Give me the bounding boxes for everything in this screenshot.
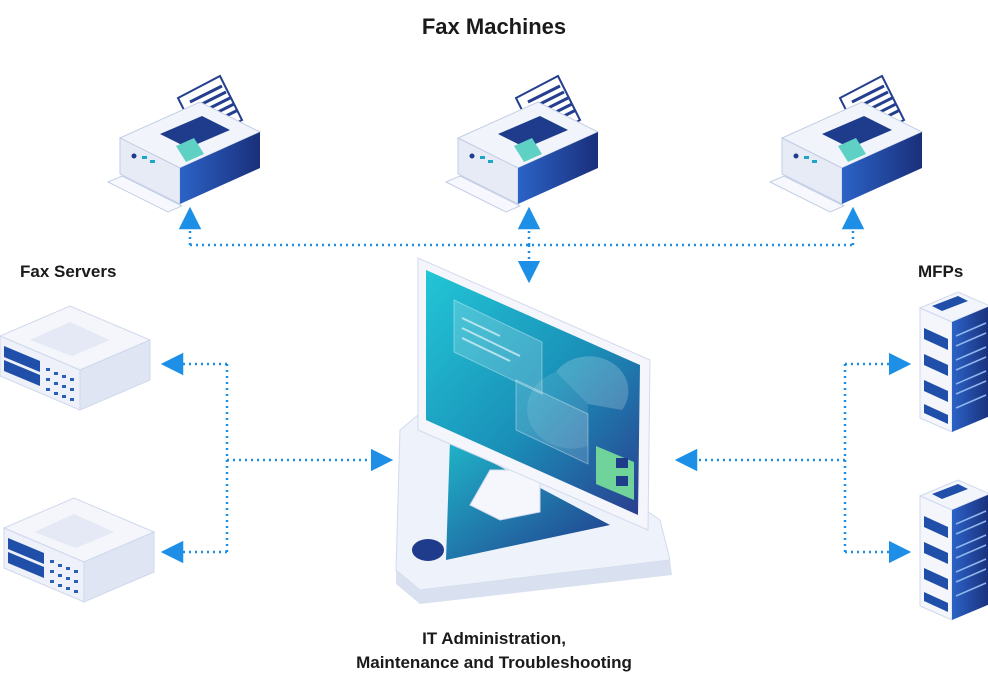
monitor-screen: [426, 270, 640, 515]
caption-line-1: IT Administration,: [422, 629, 566, 648]
mfp-bottom: [919, 479, 988, 621]
connector-lines: [160, 206, 912, 564]
fax-server-top: [0, 305, 151, 411]
caption-line-2: Maintenance and Troubleshooting: [356, 653, 632, 672]
fax-server-bottom: [3, 497, 155, 603]
mfps-label: MFPs: [918, 262, 964, 281]
mfp-top: [919, 291, 988, 433]
fax-machine-left: [106, 74, 262, 214]
it-administration-caption: IT Administration, Maintenance and Troub…: [300, 627, 688, 675]
fax-machine-center: [444, 74, 600, 214]
mouse: [412, 539, 444, 561]
fax-servers-label: Fax Servers: [20, 262, 117, 281]
fax-machines-title: Fax Machines: [421, 14, 567, 39]
fax-machine-right: [768, 74, 924, 214]
it-admin-computer: [395, 257, 672, 604]
